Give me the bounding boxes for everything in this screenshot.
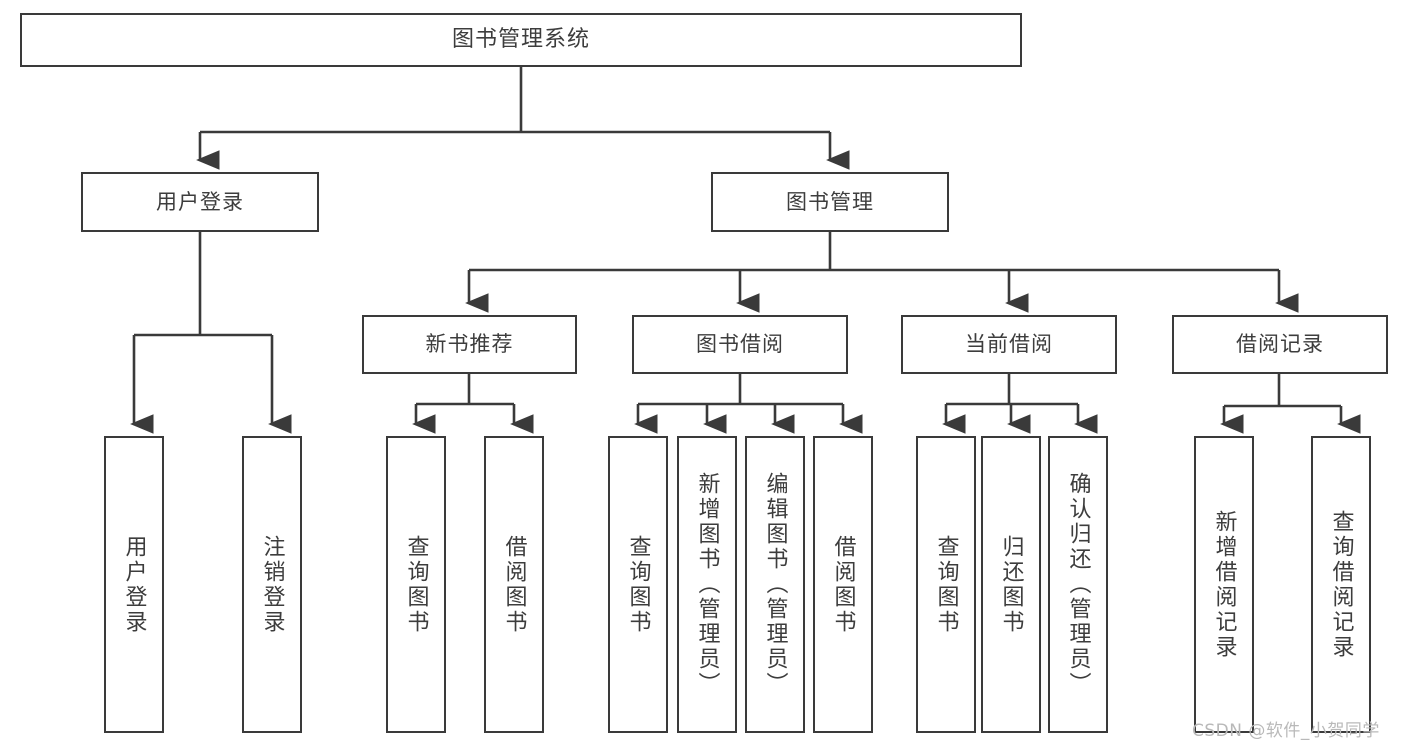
leaf-current-borrow-query[interactable]: 查询图书 <box>916 436 976 733</box>
node-label: 借阅记录 <box>1236 332 1324 357</box>
csdn-watermark: CSDN @软件_小贺同学 <box>1192 721 1380 741</box>
node-label: 图书借阅 <box>696 332 784 357</box>
node-label: 新书推荐 <box>425 332 514 357</box>
node-label: 用户登录 <box>121 534 147 635</box>
node-label: 查询图书 <box>933 534 959 635</box>
leaf-user-login-signout[interactable]: 注销登录 <box>242 436 302 733</box>
leaf-new-book-query[interactable]: 查询图书 <box>386 436 446 733</box>
node-label: 借阅图书 <box>501 534 527 635</box>
node-label: 借阅图书 <box>830 534 856 635</box>
leaf-book-borrow-add[interactable]: 新增图书（管理员） <box>677 436 737 733</box>
leaf-book-borrow-query[interactable]: 查询图书 <box>608 436 668 733</box>
node-label: 确认归还（管理员） <box>1065 472 1091 697</box>
node-root-system[interactable]: 图书管理系统 <box>20 13 1022 67</box>
node-borrow-record[interactable]: 借阅记录 <box>1172 315 1388 374</box>
node-label: 查询图书 <box>625 534 651 635</box>
node-label: 当前借阅 <box>965 332 1053 357</box>
node-label: 新增图书（管理员） <box>694 472 720 697</box>
leaf-borrow-record-query[interactable]: 查询借阅记录 <box>1311 436 1371 733</box>
node-label: 编辑图书（管理员） <box>762 472 788 697</box>
node-current-borrow[interactable]: 当前借阅 <box>901 315 1117 374</box>
node-new-book-recommend[interactable]: 新书推荐 <box>362 315 577 374</box>
leaf-borrow-record-add[interactable]: 新增借阅记录 <box>1194 436 1254 733</box>
leaf-book-borrow-edit[interactable]: 编辑图书（管理员） <box>745 436 805 733</box>
leaf-user-login-signin[interactable]: 用户登录 <box>104 436 164 733</box>
node-book-borrow[interactable]: 图书借阅 <box>632 315 848 374</box>
leaf-new-book-borrow[interactable]: 借阅图书 <box>484 436 544 733</box>
node-label: 注销登录 <box>259 534 285 635</box>
node-label: 用户登录 <box>156 189 244 214</box>
leaf-current-borrow-return[interactable]: 归还图书 <box>981 436 1041 733</box>
leaf-current-borrow-confirm-return[interactable]: 确认归还（管理员） <box>1048 436 1108 733</box>
node-label: 图书管理 <box>786 189 874 214</box>
node-label: 归还图书 <box>998 534 1024 635</box>
node-label: 查询图书 <box>403 534 429 635</box>
node-label: 查询借阅记录 <box>1328 509 1354 660</box>
node-label: 新增借阅记录 <box>1211 509 1237 660</box>
node-label: 图书管理系统 <box>451 27 590 53</box>
leaf-book-borrow-borrow[interactable]: 借阅图书 <box>813 436 873 733</box>
node-book-management[interactable]: 图书管理 <box>711 172 949 232</box>
node-user-login[interactable]: 用户登录 <box>81 172 319 232</box>
